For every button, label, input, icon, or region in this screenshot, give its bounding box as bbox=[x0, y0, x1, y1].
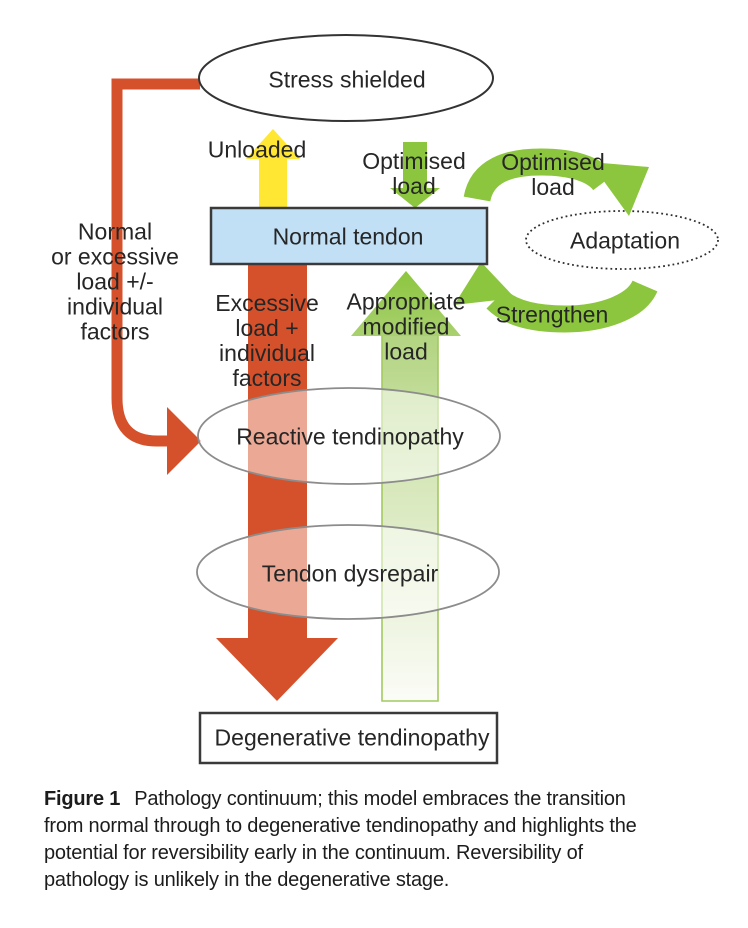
stress-shielded-label: Stress shielded bbox=[268, 66, 426, 93]
excessive-load-label: Excessive load + individual factors bbox=[215, 290, 319, 391]
figure-number: Figure 1 bbox=[44, 788, 121, 810]
optimised-load-curved-arrow bbox=[463, 148, 615, 203]
normal-tendon-label: Normal tendon bbox=[272, 223, 424, 250]
tendon-dysrepair-label: Tendon dysrepair bbox=[261, 560, 439, 587]
reactive-tendinopathy-ellipse bbox=[197, 387, 501, 485]
excessive-load-arrow bbox=[216, 264, 338, 701]
appropriate-load-label: Appropriate modified load bbox=[346, 288, 466, 365]
degenerative-tendinopathy-box bbox=[198, 711, 499, 765]
left-load-note: Normal or excessive load +/- individual … bbox=[51, 218, 179, 345]
optimised-load-right-label: Optimised load bbox=[501, 149, 605, 200]
optimised-load-down-label: Optimised load bbox=[362, 148, 466, 199]
strengthen-label: Strengthen bbox=[495, 301, 609, 328]
reactive-tendinopathy-label: Reactive tendinopathy bbox=[236, 423, 464, 450]
adaptation-ellipse bbox=[525, 210, 719, 270]
stress-shielded-ellipse bbox=[198, 34, 494, 122]
caption-text: Pathology continuum; this model embraces… bbox=[44, 788, 637, 891]
red-connector-line bbox=[111, 78, 200, 447]
normal-tendon-box bbox=[209, 206, 489, 266]
tendon-dysrepair-ellipse bbox=[196, 524, 500, 620]
strengthen-curved-arrow bbox=[486, 279, 658, 333]
unloaded-arrow bbox=[246, 129, 300, 209]
strengthen-curved-arrowhead bbox=[454, 262, 515, 305]
diagram-canvas bbox=[111, 34, 719, 765]
optimised-load-down-arrow bbox=[390, 142, 440, 208]
adaptation-label: Adaptation bbox=[570, 227, 680, 254]
unloaded-label: Unloaded bbox=[207, 136, 307, 163]
degenerative-tendinopathy-label: Degenerative tendinopathy bbox=[214, 724, 490, 751]
optimised-load-curved-arrowhead bbox=[590, 162, 649, 216]
red-connector-arrowhead bbox=[167, 407, 201, 475]
appropriate-load-arrow-head bbox=[351, 271, 461, 336]
